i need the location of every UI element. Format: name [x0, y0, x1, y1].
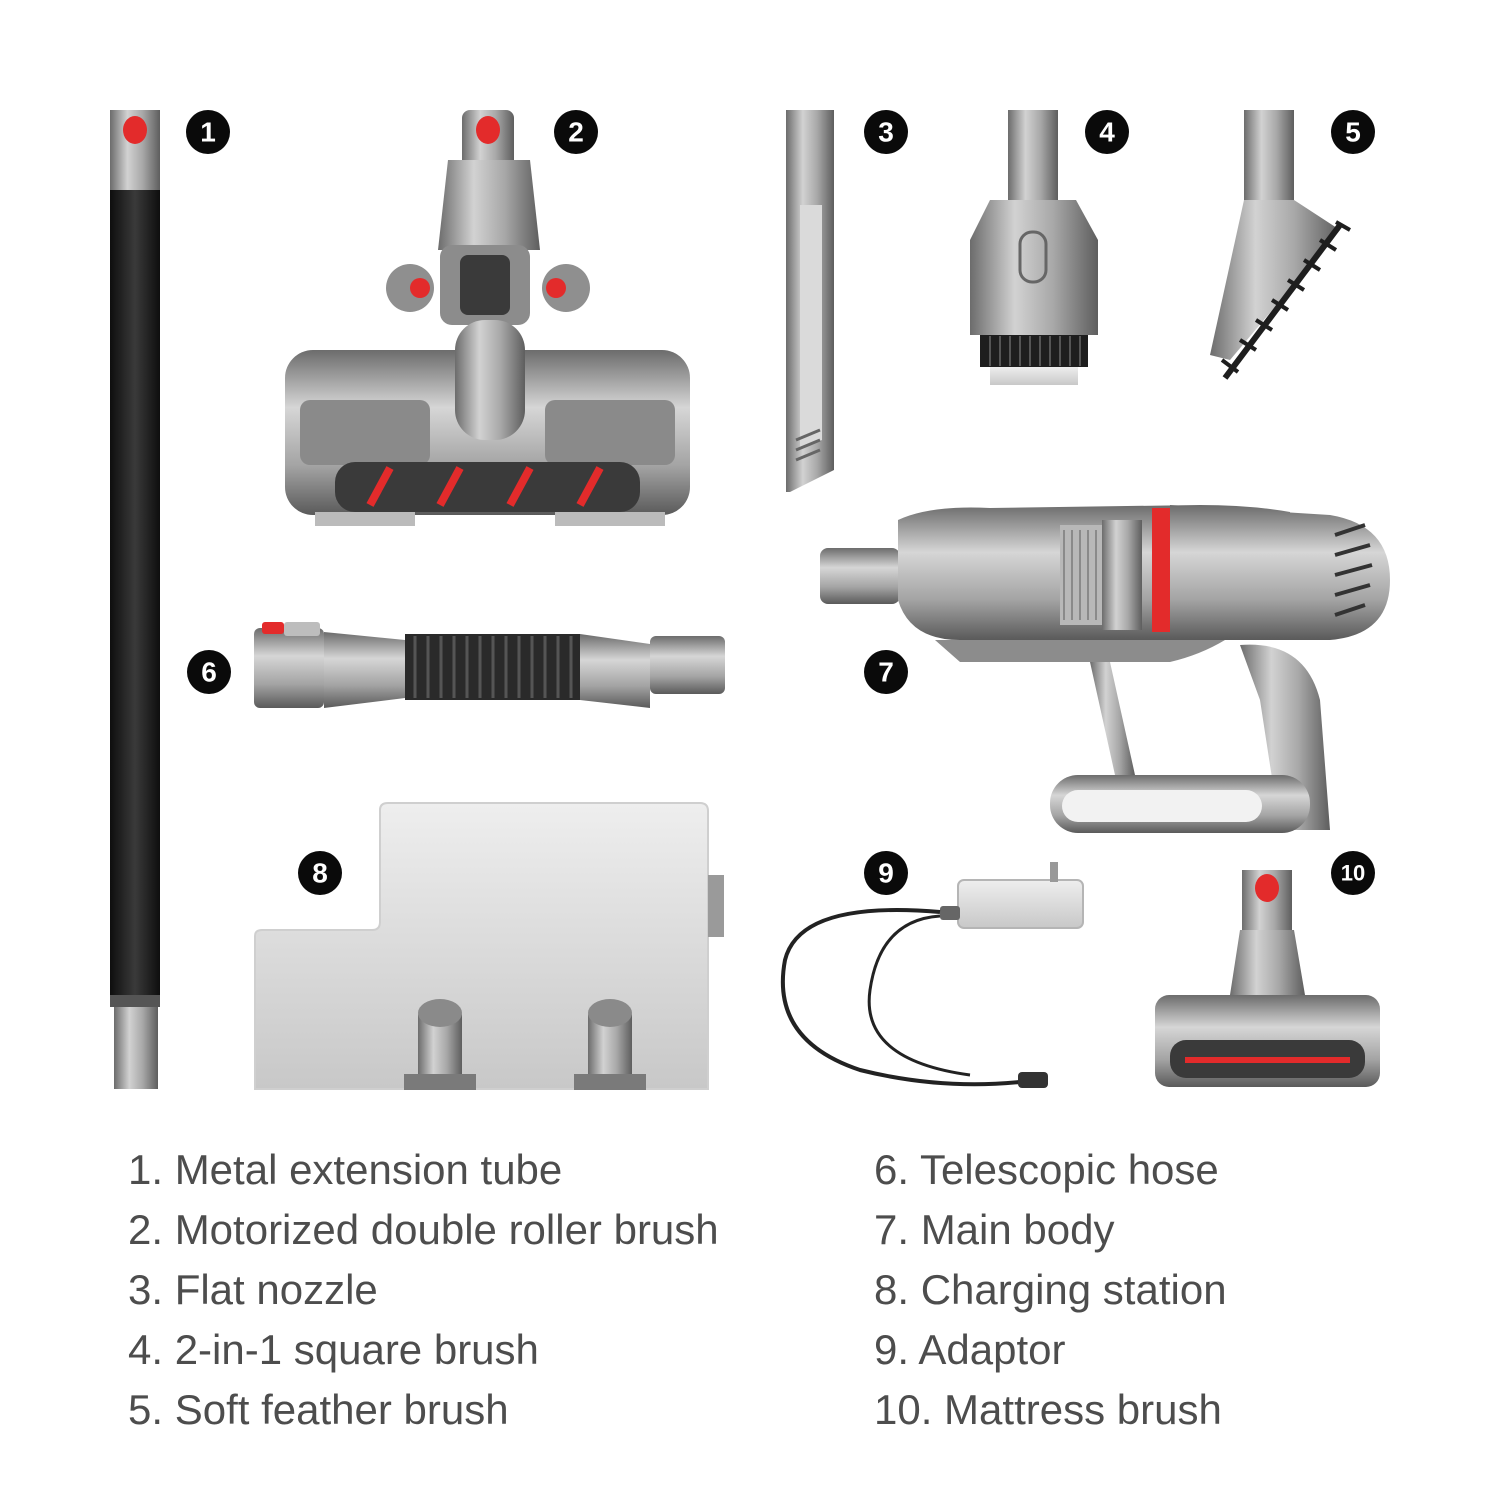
vacuum-body-icon [820, 505, 1390, 833]
svg-text:8: 8 [312, 858, 328, 889]
badge-1: 1 [186, 110, 230, 154]
legend-item-5: 5. Soft feather brush [128, 1386, 509, 1433]
badge-4: 4 [1085, 110, 1129, 154]
legend-item-6: 6. Telescopic hose [874, 1146, 1219, 1193]
badge-5: 5 [1331, 110, 1375, 154]
square-brush-icon [970, 110, 1098, 385]
badge-6: 6 [187, 650, 231, 694]
badge-3: 3 [864, 110, 908, 154]
badge-10: 10 [1331, 851, 1375, 895]
adaptor-icon [780, 862, 1084, 1088]
legend-item-2: 2. Motorized double roller brush [128, 1206, 719, 1253]
svg-text:4: 4 [1099, 117, 1115, 148]
svg-text:6: 6 [201, 657, 217, 688]
badge-7: 7 [864, 650, 908, 694]
svg-text:2: 2 [568, 117, 584, 148]
roller-brush-icon [285, 110, 690, 526]
legend-item-10: 10. Mattress brush [874, 1386, 1222, 1433]
svg-text:3: 3 [878, 117, 894, 148]
extension-tube-icon [110, 110, 160, 1089]
parts-illustration: 1 2 3 4 5 6 7 8 9 10 [110, 110, 1390, 1090]
svg-text:1: 1 [200, 117, 216, 148]
badge-8: 8 [298, 851, 342, 895]
svg-text:7: 7 [878, 657, 894, 688]
legend-item-1: 1. Metal extension tube [128, 1146, 563, 1193]
legend-left-column: 1. Metal extension tube 2. Motorized dou… [128, 1140, 719, 1440]
svg-text:10: 10 [1341, 861, 1365, 886]
badge-9: 9 [864, 851, 908, 895]
legend-item-4: 4. 2-in-1 square brush [128, 1326, 539, 1373]
charging-station-icon [254, 802, 724, 1090]
flat-nozzle-icon [786, 110, 834, 492]
legend-item-3: 3. Flat nozzle [128, 1266, 378, 1313]
legend-item-8: 8. Charging station [874, 1266, 1227, 1313]
mattress-brush-icon [1155, 870, 1380, 1087]
svg-text:5: 5 [1345, 117, 1361, 148]
badge-2: 2 [554, 110, 598, 154]
legend-item-7: 7. Main body [874, 1206, 1115, 1253]
telescopic-hose-icon [254, 622, 725, 708]
feather-brush-icon [1210, 110, 1351, 380]
legend-right-column: 6. Telescopic hose 7. Main body 8. Charg… [874, 1140, 1227, 1440]
legend-item-9: 9. Adaptor [874, 1326, 1066, 1373]
svg-text:9: 9 [878, 858, 894, 889]
